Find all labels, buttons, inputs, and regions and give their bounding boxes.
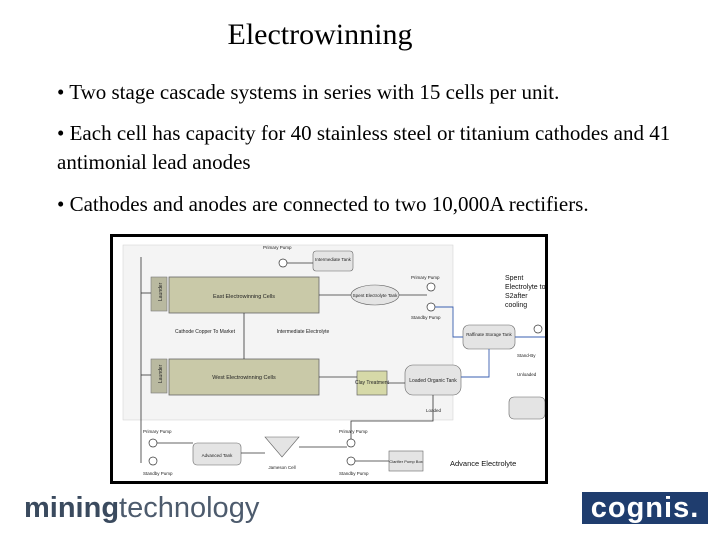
clay-treatment (356, 370, 388, 396)
primary-pump-bl-icon (148, 438, 158, 448)
intermediate-tank-label: Intermediate Tank (315, 257, 351, 262)
bullet-cascade-systems: • Two stage cascade systems in series wi… (57, 80, 560, 104)
intermediate-tank (312, 250, 354, 272)
primary-pump-right-icon (426, 282, 436, 292)
spent-tank-label: Spent Electrolyte Tank (353, 293, 398, 298)
primary-pump-top-icon (278, 258, 288, 268)
standby-pump-right-icon (426, 302, 436, 312)
loaded-label: Loaded (426, 408, 442, 413)
logo-word-mining: mining (24, 492, 120, 524)
bullet-cell-capacity: • Each cell has capacity for 40 stainles… (57, 121, 671, 174)
advanced-tank-label: Advanced Tank (202, 453, 233, 458)
raffinate-tank-label: Raffinate Storage Tank (466, 332, 512, 337)
primary-pump-top-label: Primary Pump (263, 245, 292, 250)
logo-word-technology: technology (119, 492, 260, 524)
advanced-tank (192, 442, 242, 466)
clay-treatment-label: Clay Treatment (355, 380, 390, 386)
cathode-copper-label: Cathode Copper To Market (175, 329, 236, 335)
standby-pump-bl-label: Standby Pump (143, 471, 173, 476)
flow-lines (140, 257, 434, 463)
unloaded-label: Unloaded (517, 372, 537, 377)
primary-pump-right-label: Primary Pump (411, 275, 440, 280)
slide-title: Electrowinning (227, 18, 413, 51)
east-cells-label: East Electrowinning Cells (213, 294, 275, 300)
standby-pump-bm-icon (346, 456, 356, 466)
primary-pump-bm-icon (346, 438, 356, 448)
bullet-rectifiers: • Cathodes and anodes are connected to t… (57, 192, 589, 216)
raffinate-pump-icon (533, 324, 543, 334)
launder-west (150, 358, 168, 394)
advance-electrolyte-label: Advance Electrolyte (450, 459, 517, 468)
west-cells-label: West Electrowinning Cells (212, 375, 276, 381)
primary-pump-bl-label: Primary Pump (143, 429, 172, 434)
launder-east (150, 276, 168, 312)
right-tank (508, 396, 545, 420)
jameson-cell (264, 436, 300, 458)
stand-by-right-label: Stand-By (517, 353, 536, 358)
launder-west-label: Launder (158, 364, 164, 383)
cognis-logo: cognis. (582, 492, 708, 524)
blue-flow-lines (435, 306, 545, 378)
spent-electrolyte-note: Spent Electrolyte to S2after cooling (505, 275, 546, 309)
standby-pump-bm-label: Standby Pump (339, 471, 369, 476)
electrowinning-flow-diagram: Launder Launder East Electrowinning Cell… (110, 234, 548, 484)
jameson-cell-label: Jameson Cell (268, 465, 295, 470)
flow-diagram-svg: Launder Launder East Electrowinning Cell… (113, 237, 545, 481)
launder-east-label: Launder (158, 282, 164, 301)
intermediate-electrolyte-label: Intermediate Electrolyte (277, 329, 330, 335)
west-electrowinning-cells (168, 358, 320, 396)
standby-pump-bl-icon (148, 456, 158, 466)
raffinate-storage-tank (462, 324, 516, 350)
loaded-organic-label: Loaded Organic Tank (409, 378, 457, 384)
clarifier-pump-box-label: Clarifier Pump Box (389, 459, 422, 464)
mining-technology-logo: miningtechnology (24, 492, 259, 525)
primary-pump-bm-label: Primary Pump (339, 429, 368, 434)
standby-pump-right-label: Standby Pump (411, 315, 441, 320)
